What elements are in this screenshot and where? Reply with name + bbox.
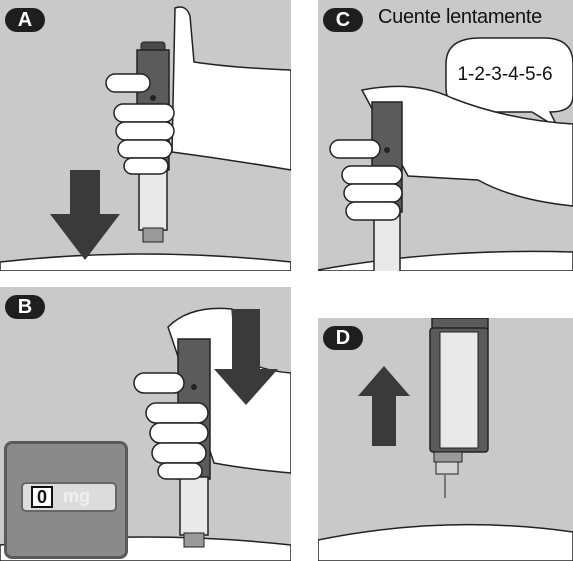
panel-d-illustration <box>318 318 573 561</box>
dose-dial-icon: 0 mg <box>4 441 128 559</box>
fingers <box>105 73 175 175</box>
dose-value: 0 <box>31 486 53 508</box>
hand-icon <box>360 85 573 207</box>
panel-c-illustration <box>318 37 573 271</box>
hand-icon <box>171 6 291 171</box>
arrow-up-icon <box>358 366 410 446</box>
fingers <box>329 139 403 221</box>
skin-surface <box>318 250 573 271</box>
fingers <box>133 372 209 480</box>
step-badge-c: C <box>323 8 363 32</box>
dose-window: 0 mg <box>21 482 117 512</box>
step-badge-b: B <box>5 295 45 319</box>
arrow-down-icon <box>214 309 278 405</box>
pen-icon <box>429 318 489 498</box>
step-badge-d: D <box>323 326 363 350</box>
skin-surface <box>0 253 291 271</box>
skin-surface <box>318 523 573 561</box>
step-badge-a: A <box>5 8 45 32</box>
arrow-down-icon <box>50 170 120 260</box>
panel-a-illustration <box>0 6 291 271</box>
panel-a: A <box>0 0 291 271</box>
panel-c: C Cuente lentamente 1-2-3-4-5-6 <box>318 0 573 271</box>
panel-d: D <box>318 318 573 561</box>
dose-unit: mg <box>63 486 90 506</box>
instruction-caption: Cuente lentamente <box>378 6 542 28</box>
count-text: 1-2-3-4-5-6 <box>457 64 553 85</box>
panel-b: B 0 mg <box>0 287 291 561</box>
